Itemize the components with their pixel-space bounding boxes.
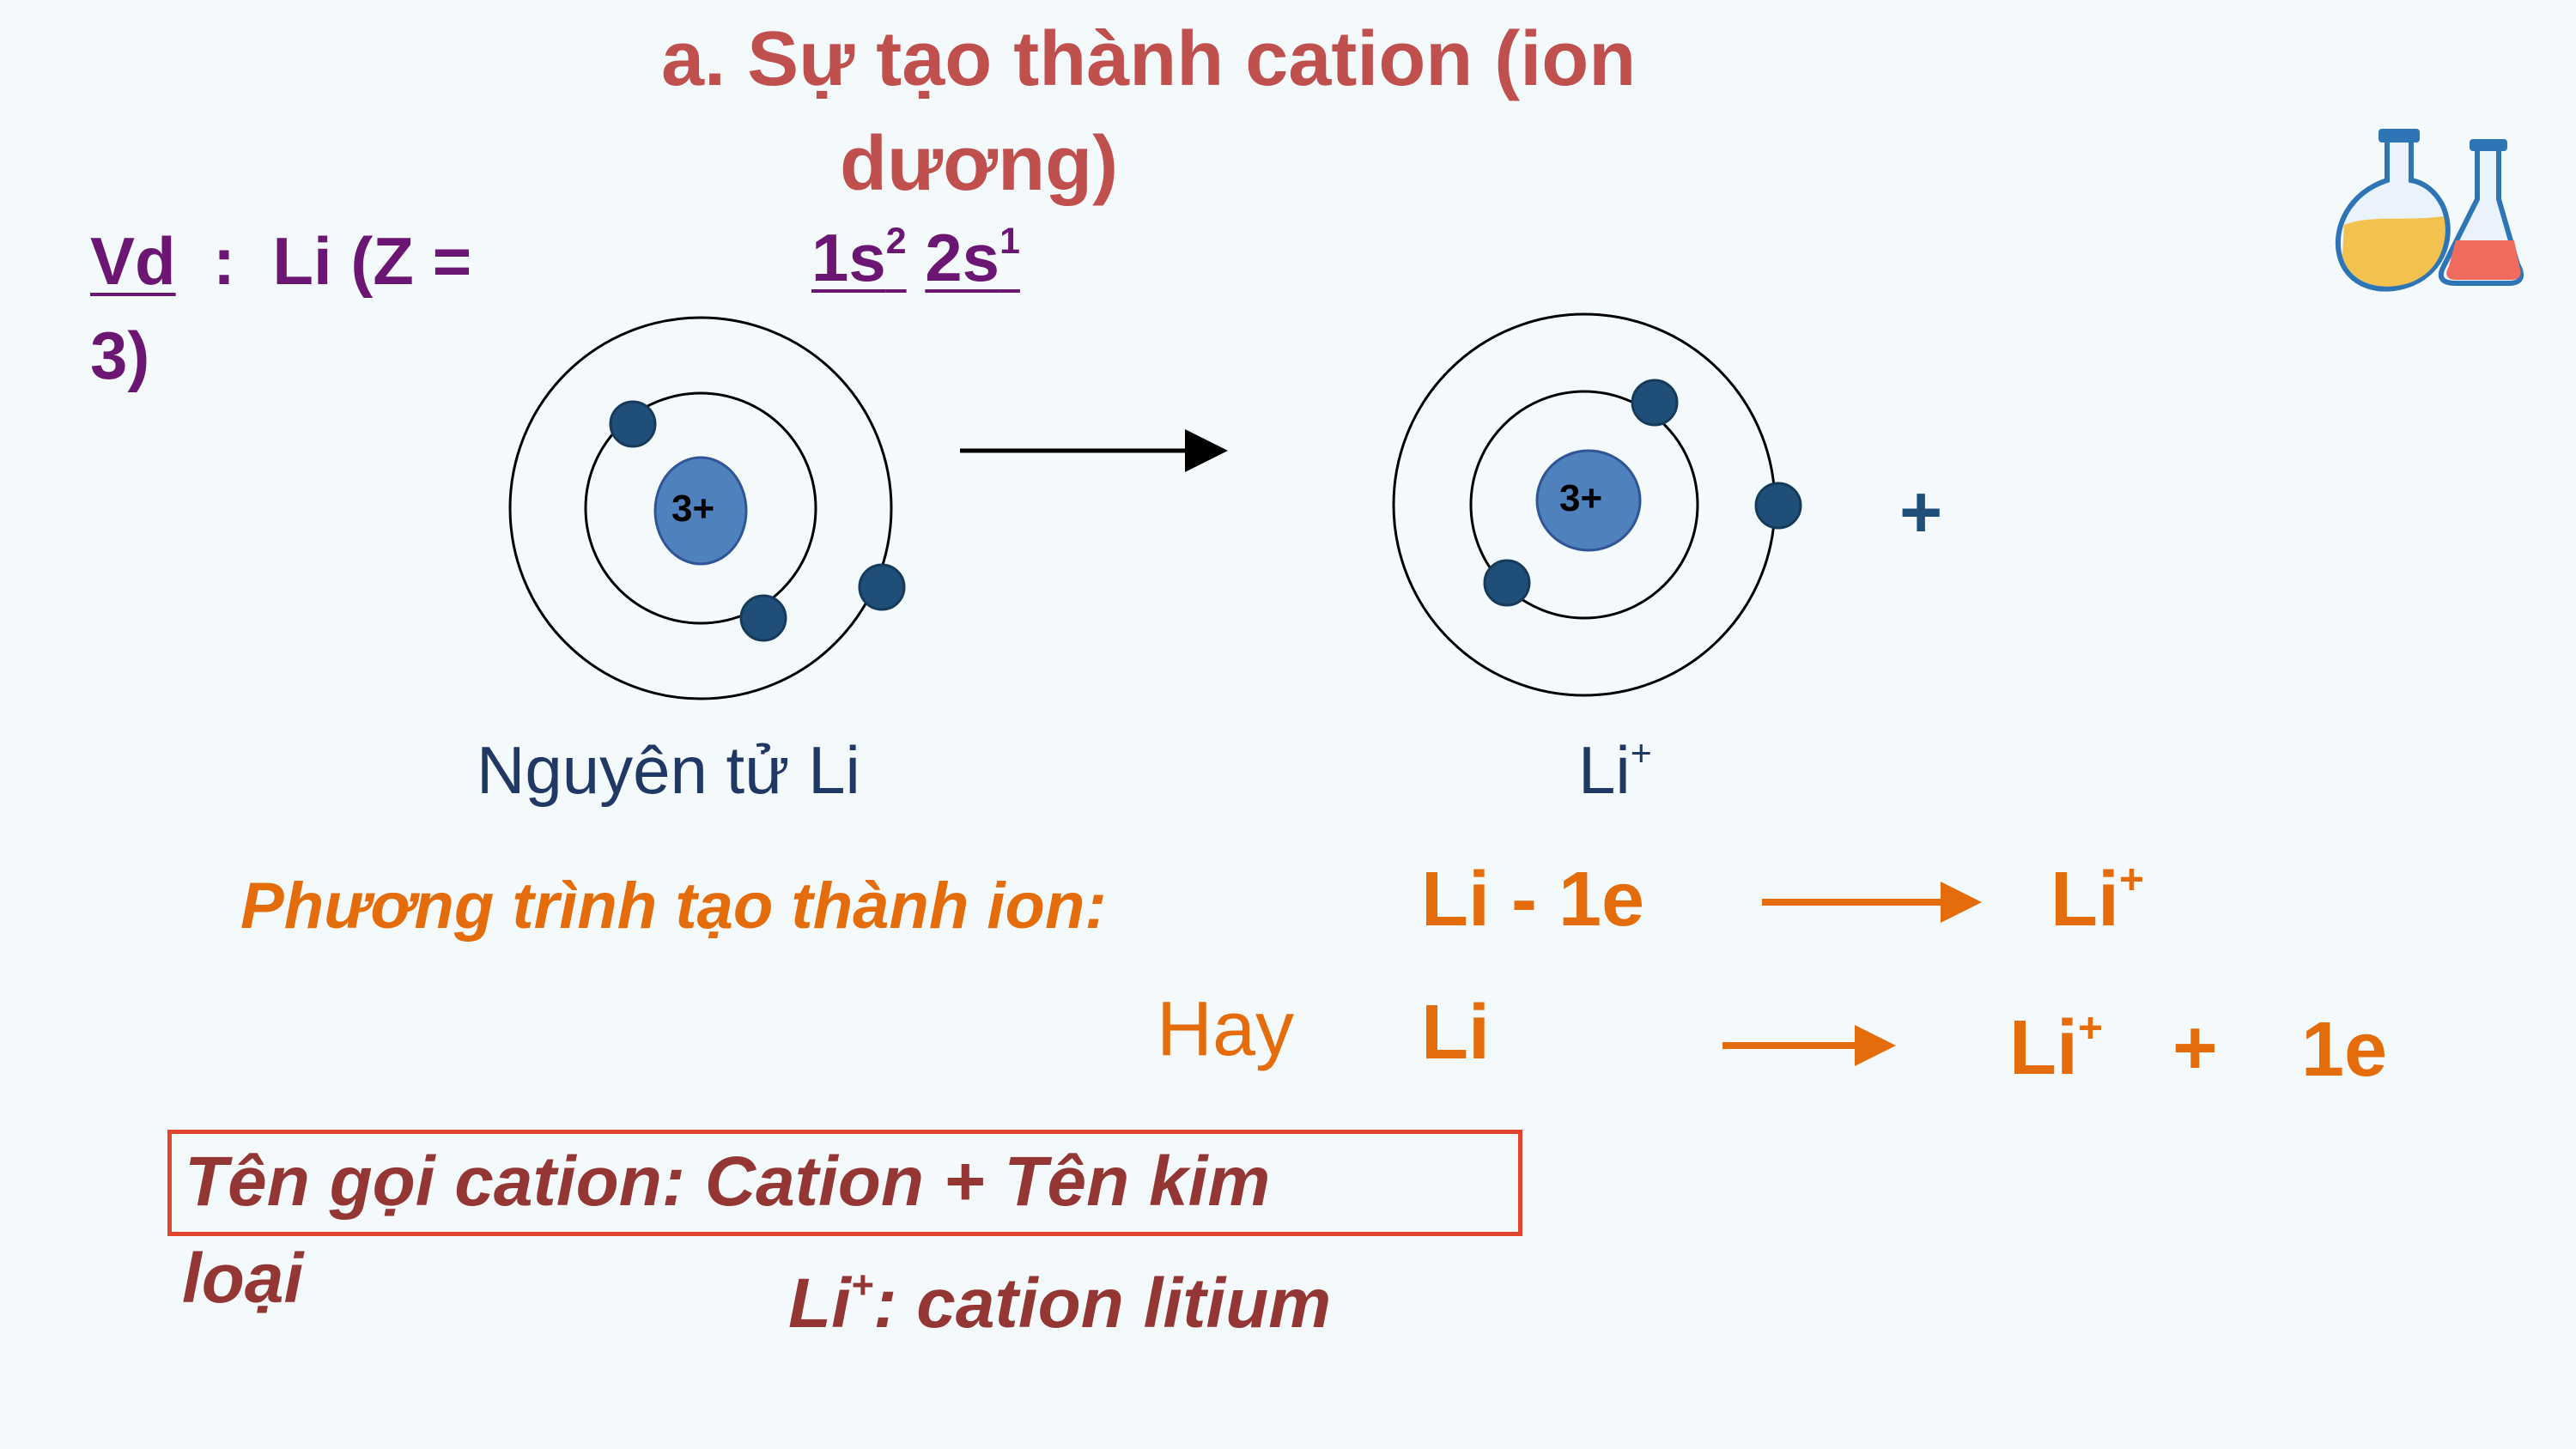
- flask-icon: [2335, 129, 2524, 292]
- naming-example: Li+: cation litium: [788, 1263, 1332, 1343]
- nucleus-charge-left: 3+: [671, 488, 715, 530]
- config-1s: 1s2: [811, 220, 907, 295]
- equation-line2-plus: +: [2172, 1005, 2218, 1091]
- example-z-value: 3): [90, 318, 150, 393]
- naming-rule-line2: loại: [182, 1240, 304, 1318]
- equation-line2-electron: 1e: [2301, 1007, 2388, 1093]
- nucleus-charge-right: 3+: [1559, 477, 1603, 519]
- equation-line1-right: Li+: [2050, 855, 2144, 943]
- equation-line1-left: Li - 1e: [1421, 857, 1645, 943]
- slide-title-line2: dương): [840, 121, 1119, 207]
- equation-line2-right: Li+: [2009, 1003, 2103, 1091]
- electron: [1754, 482, 1802, 530]
- lithium-ion-right: [1392, 312, 1802, 697]
- electron: [1483, 559, 1531, 607]
- inner-shell: [1469, 390, 1699, 620]
- config-2s: 2s1: [925, 220, 1020, 295]
- outer-shell: [508, 316, 893, 700]
- lithium-atom-left: [508, 316, 906, 700]
- electron: [739, 594, 787, 642]
- electron: [858, 563, 906, 611]
- example-prefix: Vd: [90, 223, 176, 299]
- electron: [1631, 379, 1679, 427]
- inner-shell: [584, 391, 817, 625]
- nucleus-right: [1535, 449, 1642, 552]
- electron-configuration: 1s2 2s1: [811, 215, 1020, 300]
- plus-sign: +: [1899, 471, 1943, 554]
- example-colon: :: [213, 223, 235, 299]
- equation-label: Phương trình tạo thành ion:: [240, 870, 1107, 943]
- atom-left-label: Nguyên tử Li: [477, 732, 860, 808]
- naming-rule-line1: Tên gọi cation: Cation + Tên kim: [185, 1143, 1271, 1221]
- example-heading: Vd : Li (Z =: [90, 218, 471, 304]
- equation-hay: Hay: [1157, 986, 1295, 1072]
- atom-right-label: Li+: [1578, 732, 1652, 808]
- naming-box: [167, 1130, 1522, 1236]
- slide-title-line1: a. Sự tạo thành cation (ion: [661, 16, 1637, 102]
- equation-line2-left: Li: [1421, 990, 1490, 1076]
- example-element: Li (Z =: [272, 223, 472, 299]
- nucleus-left: [653, 456, 748, 566]
- electron: [609, 400, 657, 448]
